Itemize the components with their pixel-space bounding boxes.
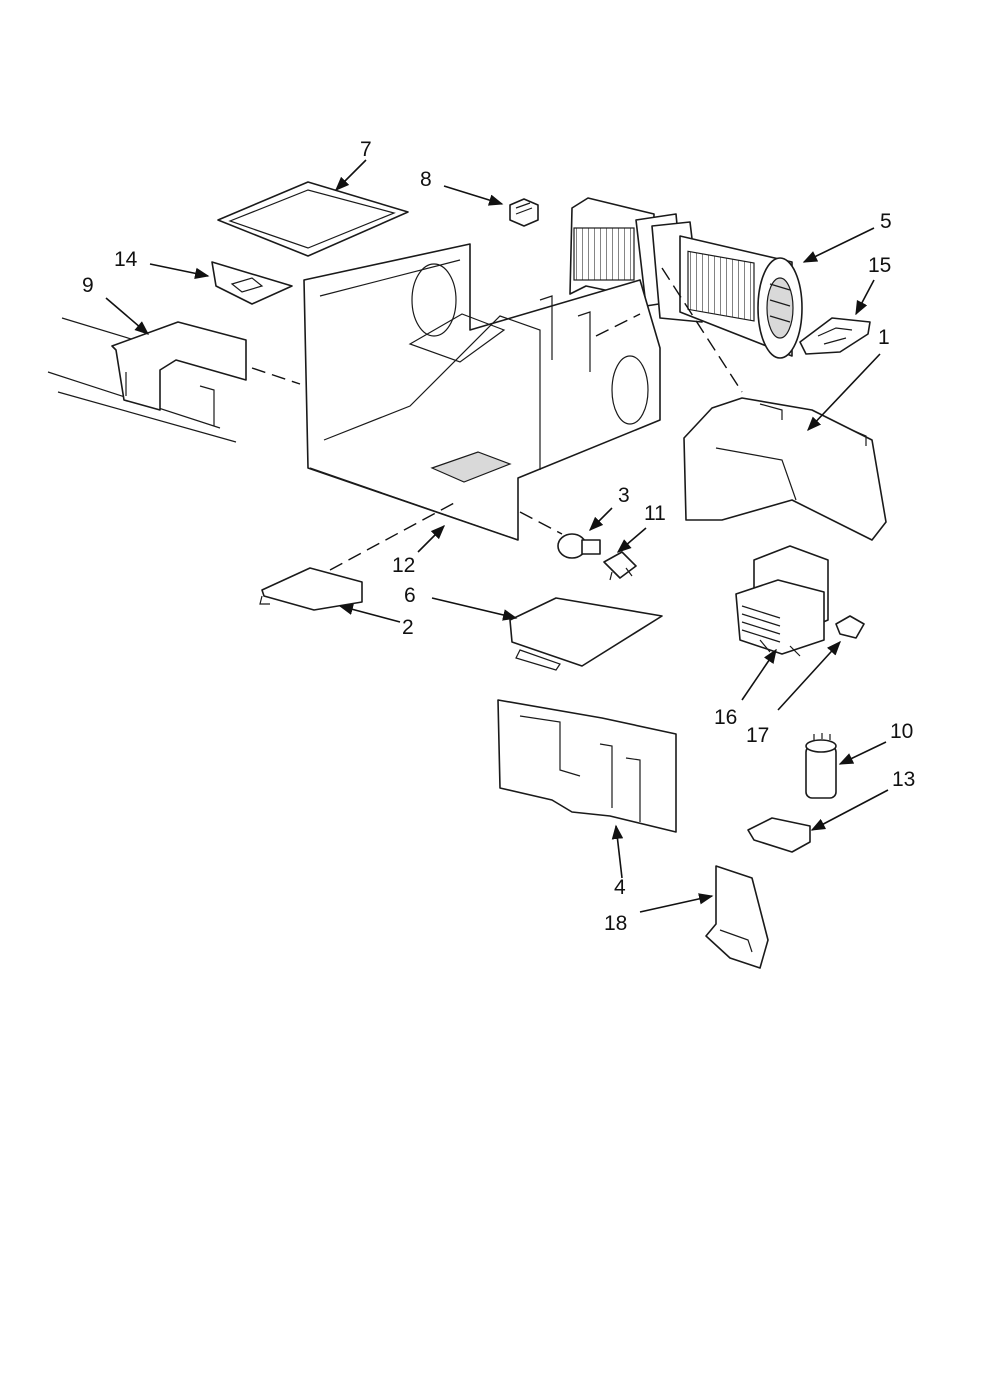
part-16-transformer[interactable] bbox=[735, 545, 829, 657]
callout-3: 3 bbox=[618, 484, 630, 507]
part-5-blower-assembly[interactable] bbox=[569, 197, 803, 359]
callout-11: 11 bbox=[644, 502, 666, 525]
part-17-clip[interactable] bbox=[835, 615, 865, 639]
part-4-panel[interactable] bbox=[497, 699, 677, 833]
callout-1: 1 bbox=[878, 326, 890, 349]
part-14-plate[interactable] bbox=[211, 261, 293, 305]
callout-14: 14 bbox=[114, 248, 138, 271]
callout-17: 17 bbox=[746, 724, 769, 747]
callout-12: 12 bbox=[392, 554, 415, 577]
callout-6: 6 bbox=[404, 584, 416, 607]
part-7-filter[interactable] bbox=[217, 181, 409, 257]
assembly-dash-lines bbox=[251, 267, 743, 571]
part-6-plate[interactable] bbox=[509, 597, 663, 671]
callout-13: 13 bbox=[892, 768, 915, 791]
callout-4: 4 bbox=[614, 876, 626, 899]
part-15-bracket[interactable] bbox=[799, 317, 871, 355]
part-8-switch[interactable] bbox=[509, 198, 539, 227]
callout-2: 2 bbox=[402, 616, 414, 639]
part-10-capacitor[interactable] bbox=[805, 733, 837, 799]
callout-7: 7 bbox=[360, 138, 372, 161]
part-18-adapter[interactable] bbox=[705, 865, 769, 969]
callout-9: 9 bbox=[82, 274, 94, 297]
part-1-duct[interactable] bbox=[683, 397, 887, 541]
part-12-chassis[interactable] bbox=[303, 243, 661, 541]
part-3-lamp[interactable] bbox=[557, 533, 601, 559]
part-2-cover[interactable] bbox=[259, 567, 363, 611]
callout-8: 8 bbox=[420, 168, 432, 191]
callout-5: 5 bbox=[880, 210, 892, 233]
callout-16: 16 bbox=[714, 706, 737, 729]
part-13-bracket[interactable] bbox=[747, 817, 811, 853]
callout-18: 18 bbox=[604, 912, 627, 935]
leader-lines bbox=[105, 159, 889, 913]
part-11-socket[interactable] bbox=[603, 551, 637, 581]
callout-15: 15 bbox=[868, 254, 891, 277]
callout-labels: 1 2 3 4 5 6 7 8 9 10 11 12 13 14 15 16 1… bbox=[82, 138, 915, 935]
part-9-side-panel[interactable] bbox=[47, 317, 247, 443]
callout-10: 10 bbox=[890, 720, 913, 743]
